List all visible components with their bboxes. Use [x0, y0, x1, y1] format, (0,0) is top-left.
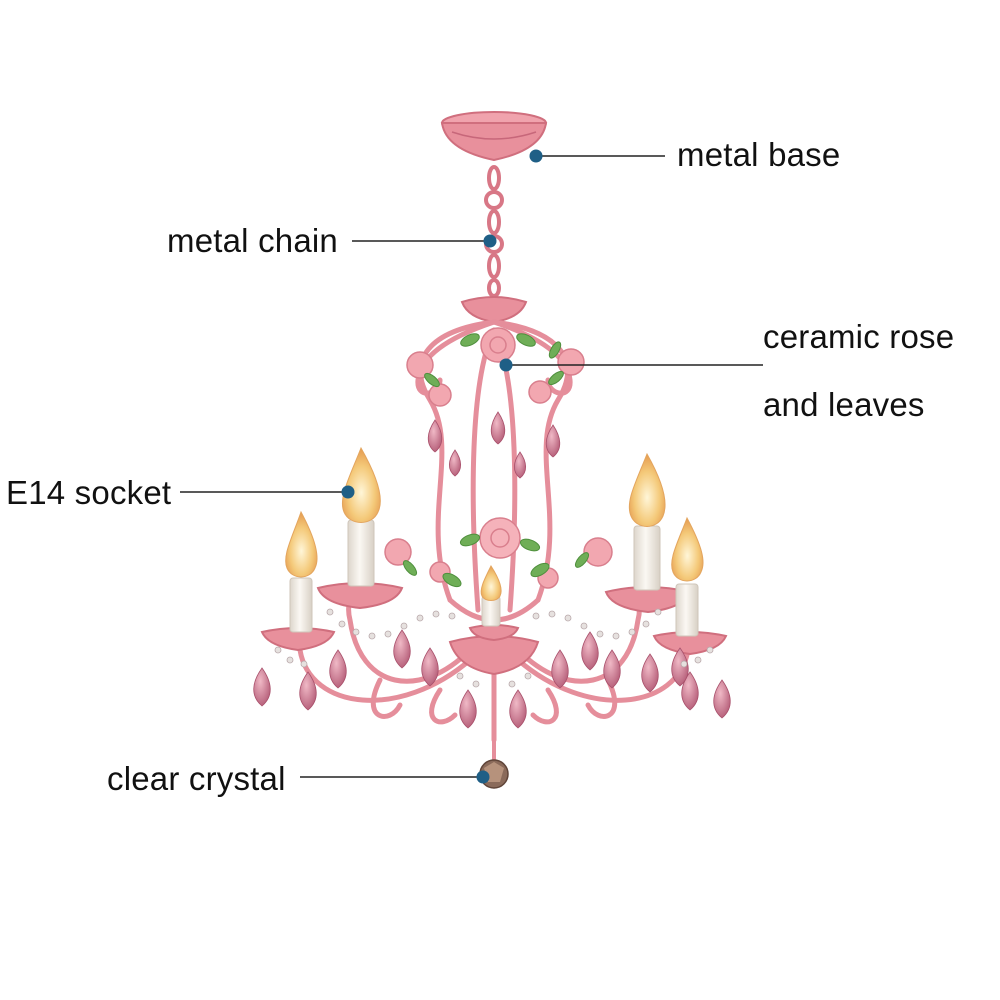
ceramic-leaves: [402, 333, 590, 588]
label-metal-base: metal base: [677, 136, 841, 173]
label-ceramic-rose-line1: ceramic rose: [763, 318, 955, 355]
candles: [289, 519, 699, 637]
marker-dots: [341, 149, 543, 784]
pink-crystal-drops: [253, 411, 731, 729]
label-clear-crystal: clear crystal: [107, 760, 286, 797]
label-metal-chain: metal chain: [167, 222, 338, 259]
metal-chain: [484, 165, 504, 298]
leader-lines: [180, 155, 763, 778]
clear-crystal-strands: [274, 608, 714, 688]
marker-clear-crystal: [476, 770, 490, 784]
label-ceramic-rose-line2: and leaves: [763, 386, 925, 423]
ceramic-roses: [384, 327, 613, 589]
metal-base: [440, 111, 548, 162]
marker-ceramic-rose: [499, 358, 513, 372]
marker-metal-chain: [483, 234, 497, 248]
top-cup: [460, 296, 528, 324]
label-e14-socket: E14 socket: [6, 474, 172, 511]
flame-bulbs: [285, 446, 704, 601]
marker-e14-socket: [341, 485, 355, 499]
marker-metal-base: [529, 149, 543, 163]
